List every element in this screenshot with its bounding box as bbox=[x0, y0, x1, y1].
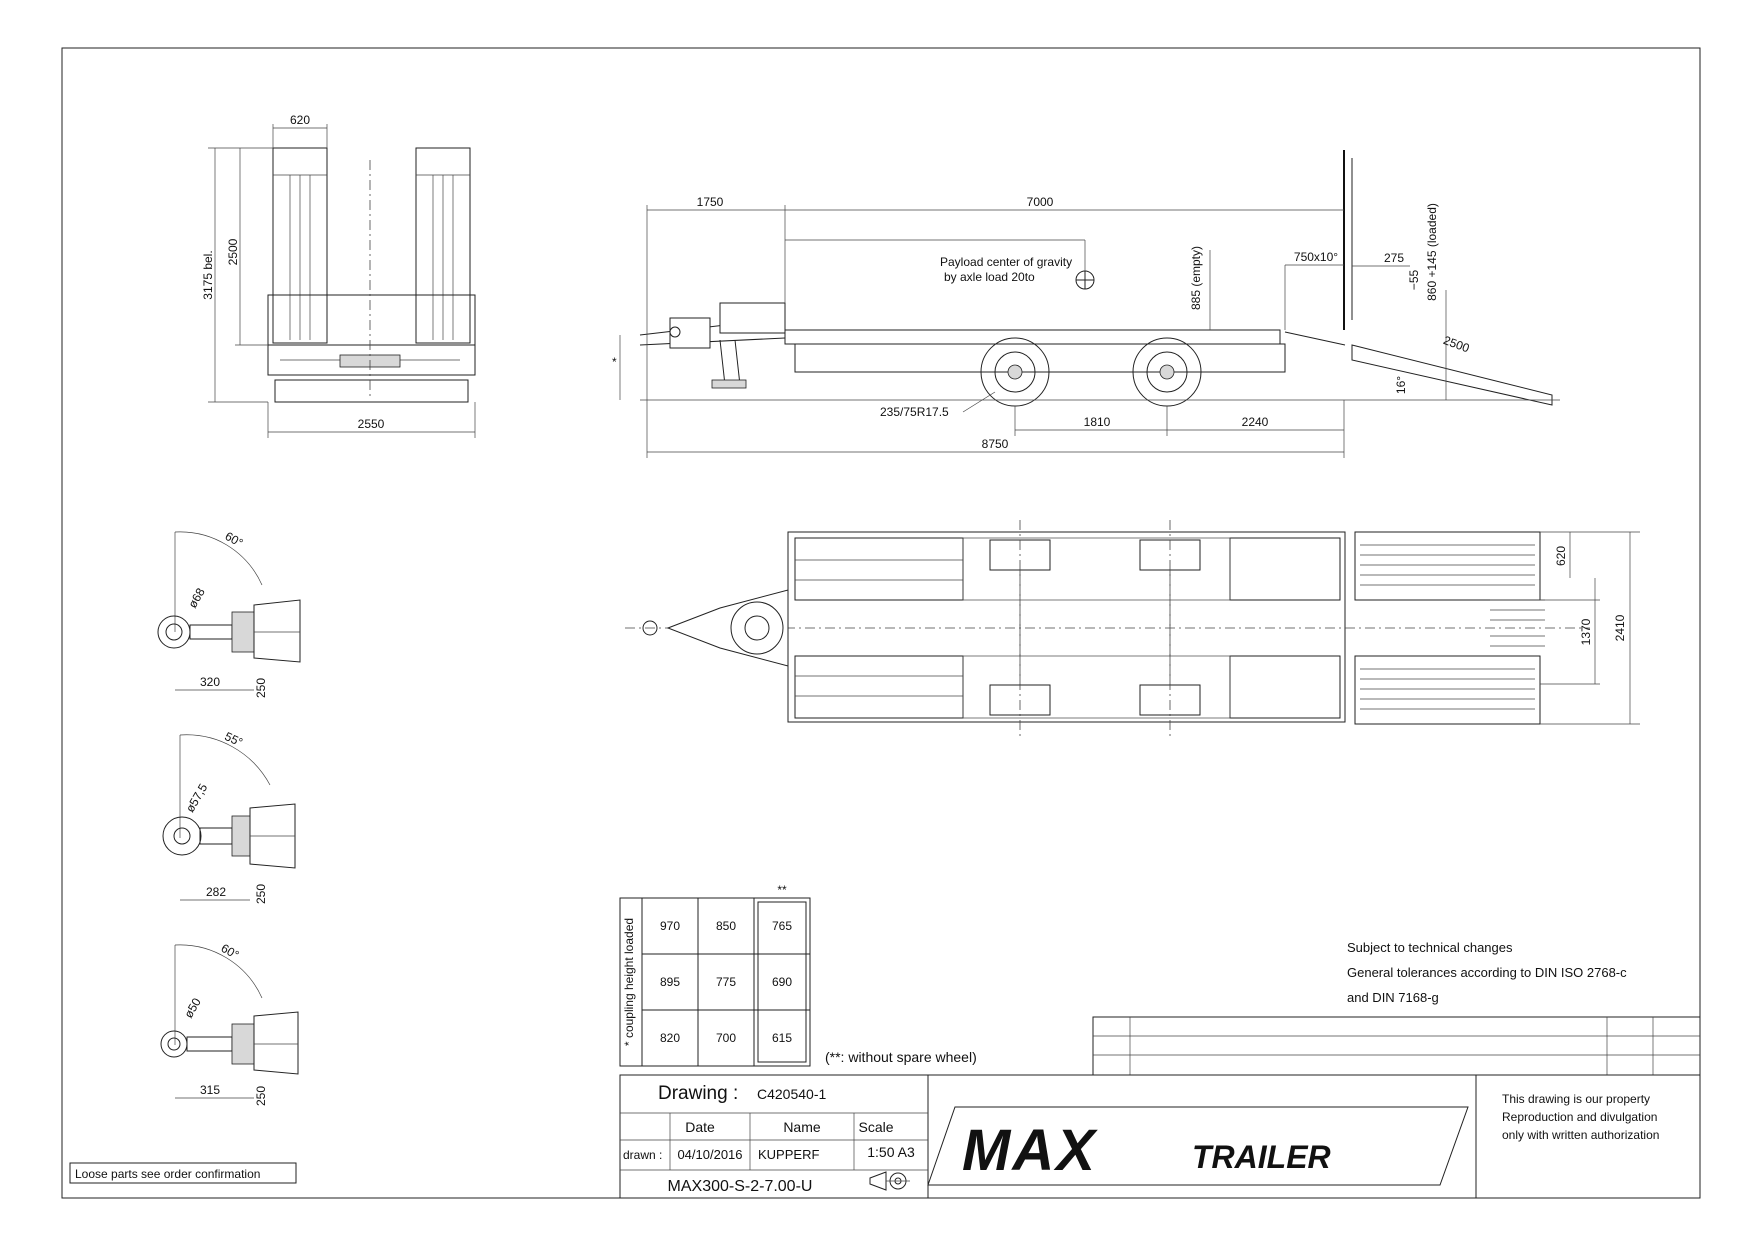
side-dim-16deg: 16° bbox=[1394, 376, 1408, 394]
top-spare-wheel bbox=[730, 601, 784, 655]
table-marker: ** bbox=[777, 883, 787, 897]
title-date: 04/10/2016 bbox=[677, 1147, 742, 1162]
front-dim-2550: 2550 bbox=[358, 417, 385, 431]
note-line-2: General tolerances according to DIN ISO … bbox=[1347, 965, 1627, 980]
table-cell: 765 bbox=[772, 919, 792, 933]
title-block: Drawing : C420540-1 Date Name Scale draw… bbox=[619, 1074, 1701, 1199]
table-cell: 615 bbox=[772, 1031, 792, 1045]
note-line-1: Subject to technical changes bbox=[1347, 940, 1513, 955]
table-cell: 895 bbox=[660, 975, 680, 989]
front-dim-2500: 2500 bbox=[226, 238, 240, 265]
top-rear-ramp-right bbox=[1354, 655, 1541, 725]
property-line-3: only with written authorization bbox=[1502, 1128, 1659, 1142]
front-view: 620 3175 bel. 2500 2550 bbox=[201, 113, 476, 438]
title-model: MAX300-S-2-7.00-U bbox=[668, 1178, 813, 1195]
coupling-1: 320 250 60° ø68 bbox=[157, 529, 301, 698]
front-dim-3175: 3175 bel. bbox=[201, 250, 215, 299]
front-ramp-left bbox=[272, 147, 328, 344]
coupling-2-height: 250 bbox=[254, 884, 268, 904]
coupling-3-angle: 60° bbox=[219, 941, 242, 962]
loose-parts-note: Loose parts see order confirmation bbox=[75, 1167, 260, 1181]
loose-parts-box bbox=[69, 1162, 297, 1184]
coupling-3: 315 250 60° ø50 bbox=[160, 941, 299, 1106]
max-trailer-logo: MAX TRAILER bbox=[927, 1106, 1469, 1186]
coupling-1-dia: ø68 bbox=[185, 585, 208, 610]
table-footnote: (**: without spare wheel) bbox=[825, 1049, 977, 1065]
payload-note-2: by axle load 20to bbox=[944, 270, 1035, 284]
title-col-date: Date bbox=[685, 1119, 715, 1135]
drawing-border bbox=[61, 47, 1701, 1199]
side-dim-1750: 1750 bbox=[697, 195, 724, 209]
note-line-3: and DIN 7168-g bbox=[1347, 990, 1439, 1005]
top-dim-620: 620 bbox=[1554, 546, 1568, 566]
coupling-2-dia: ø57,5 bbox=[183, 781, 211, 815]
table-cell: 820 bbox=[660, 1031, 680, 1045]
title-name: KUPPERF bbox=[758, 1147, 819, 1162]
table-cell: 775 bbox=[716, 975, 736, 989]
side-dim-860-loaded: 860 +145 (loaded) bbox=[1425, 203, 1439, 301]
title-col-name: Name bbox=[783, 1119, 821, 1135]
coupling-height-table: * coupling height loaded ** 970 850 765 … bbox=[619, 883, 977, 1067]
top-dim-1370: 1370 bbox=[1579, 618, 1593, 645]
coupling-2: 282 250 55° ø57,5 bbox=[162, 729, 296, 904]
side-wheel-2 bbox=[1132, 337, 1202, 407]
coupling-2-length: 282 bbox=[206, 885, 226, 899]
projection-symbol-icon bbox=[869, 1171, 910, 1191]
front-ramp-right bbox=[415, 147, 471, 344]
side-view: Payload center of gravity by axle load 2… bbox=[612, 150, 1560, 458]
side-dim-minus55: −55 bbox=[1407, 269, 1421, 290]
coupling-2-angle: 55° bbox=[223, 729, 246, 749]
coupling-1-length: 320 bbox=[200, 675, 220, 689]
title-col-scale: Scale bbox=[858, 1119, 893, 1135]
payload-note-1: Payload center of gravity bbox=[940, 255, 1072, 269]
title-drawing-label: Drawing : bbox=[658, 1083, 738, 1104]
logo-max-text: MAX bbox=[962, 1118, 1098, 1183]
coupling-3-dia: ø50 bbox=[181, 995, 204, 1020]
coupling-3-length: 315 bbox=[200, 1083, 220, 1097]
table-vertical-label: * coupling height loaded bbox=[622, 918, 636, 1046]
side-tyre-label: 235/75R17.5 bbox=[880, 405, 949, 419]
coupling-1-angle: 60° bbox=[223, 529, 246, 550]
property-line-2: Reproduction and divulgation bbox=[1502, 1110, 1657, 1124]
logo-trailer-text: TRAILER bbox=[1192, 1139, 1331, 1175]
side-dim-1810: 1810 bbox=[1084, 415, 1111, 429]
side-rear-ramp-down bbox=[1351, 344, 1553, 406]
table-cell: 690 bbox=[772, 975, 792, 989]
title-scale: 1:50 A3 bbox=[867, 1144, 915, 1160]
top-deck-outline bbox=[787, 531, 1346, 723]
table-cell: 700 bbox=[716, 1031, 736, 1045]
revision-block bbox=[1092, 1016, 1701, 1076]
title-drawing-number: C420540-1 bbox=[757, 1086, 826, 1102]
property-line-1: This drawing is our property bbox=[1502, 1092, 1650, 1106]
top-view: 2410 1370 620 bbox=[625, 520, 1640, 740]
table-cell: 970 bbox=[660, 919, 680, 933]
side-dim-275: 275 bbox=[1384, 251, 1404, 265]
coupling-3-height: 250 bbox=[254, 1086, 268, 1106]
top-dim-2410: 2410 bbox=[1613, 614, 1627, 641]
side-dim-7000: 7000 bbox=[1027, 195, 1054, 209]
table-cell: 850 bbox=[716, 919, 736, 933]
front-dim-620: 620 bbox=[290, 113, 310, 127]
side-deck bbox=[784, 329, 1281, 345]
side-dim-2240: 2240 bbox=[1242, 415, 1269, 429]
title-row-drawn: drawn : bbox=[623, 1148, 662, 1162]
coupling-1-height: 250 bbox=[254, 678, 268, 698]
side-dim-8750: 8750 bbox=[982, 437, 1009, 451]
side-dim-750x10: 750x10° bbox=[1294, 250, 1338, 264]
side-dim-885: 885 (empty) bbox=[1189, 246, 1203, 310]
side-asterisk: * bbox=[612, 355, 617, 369]
top-rear-ramp-left bbox=[1354, 531, 1541, 601]
